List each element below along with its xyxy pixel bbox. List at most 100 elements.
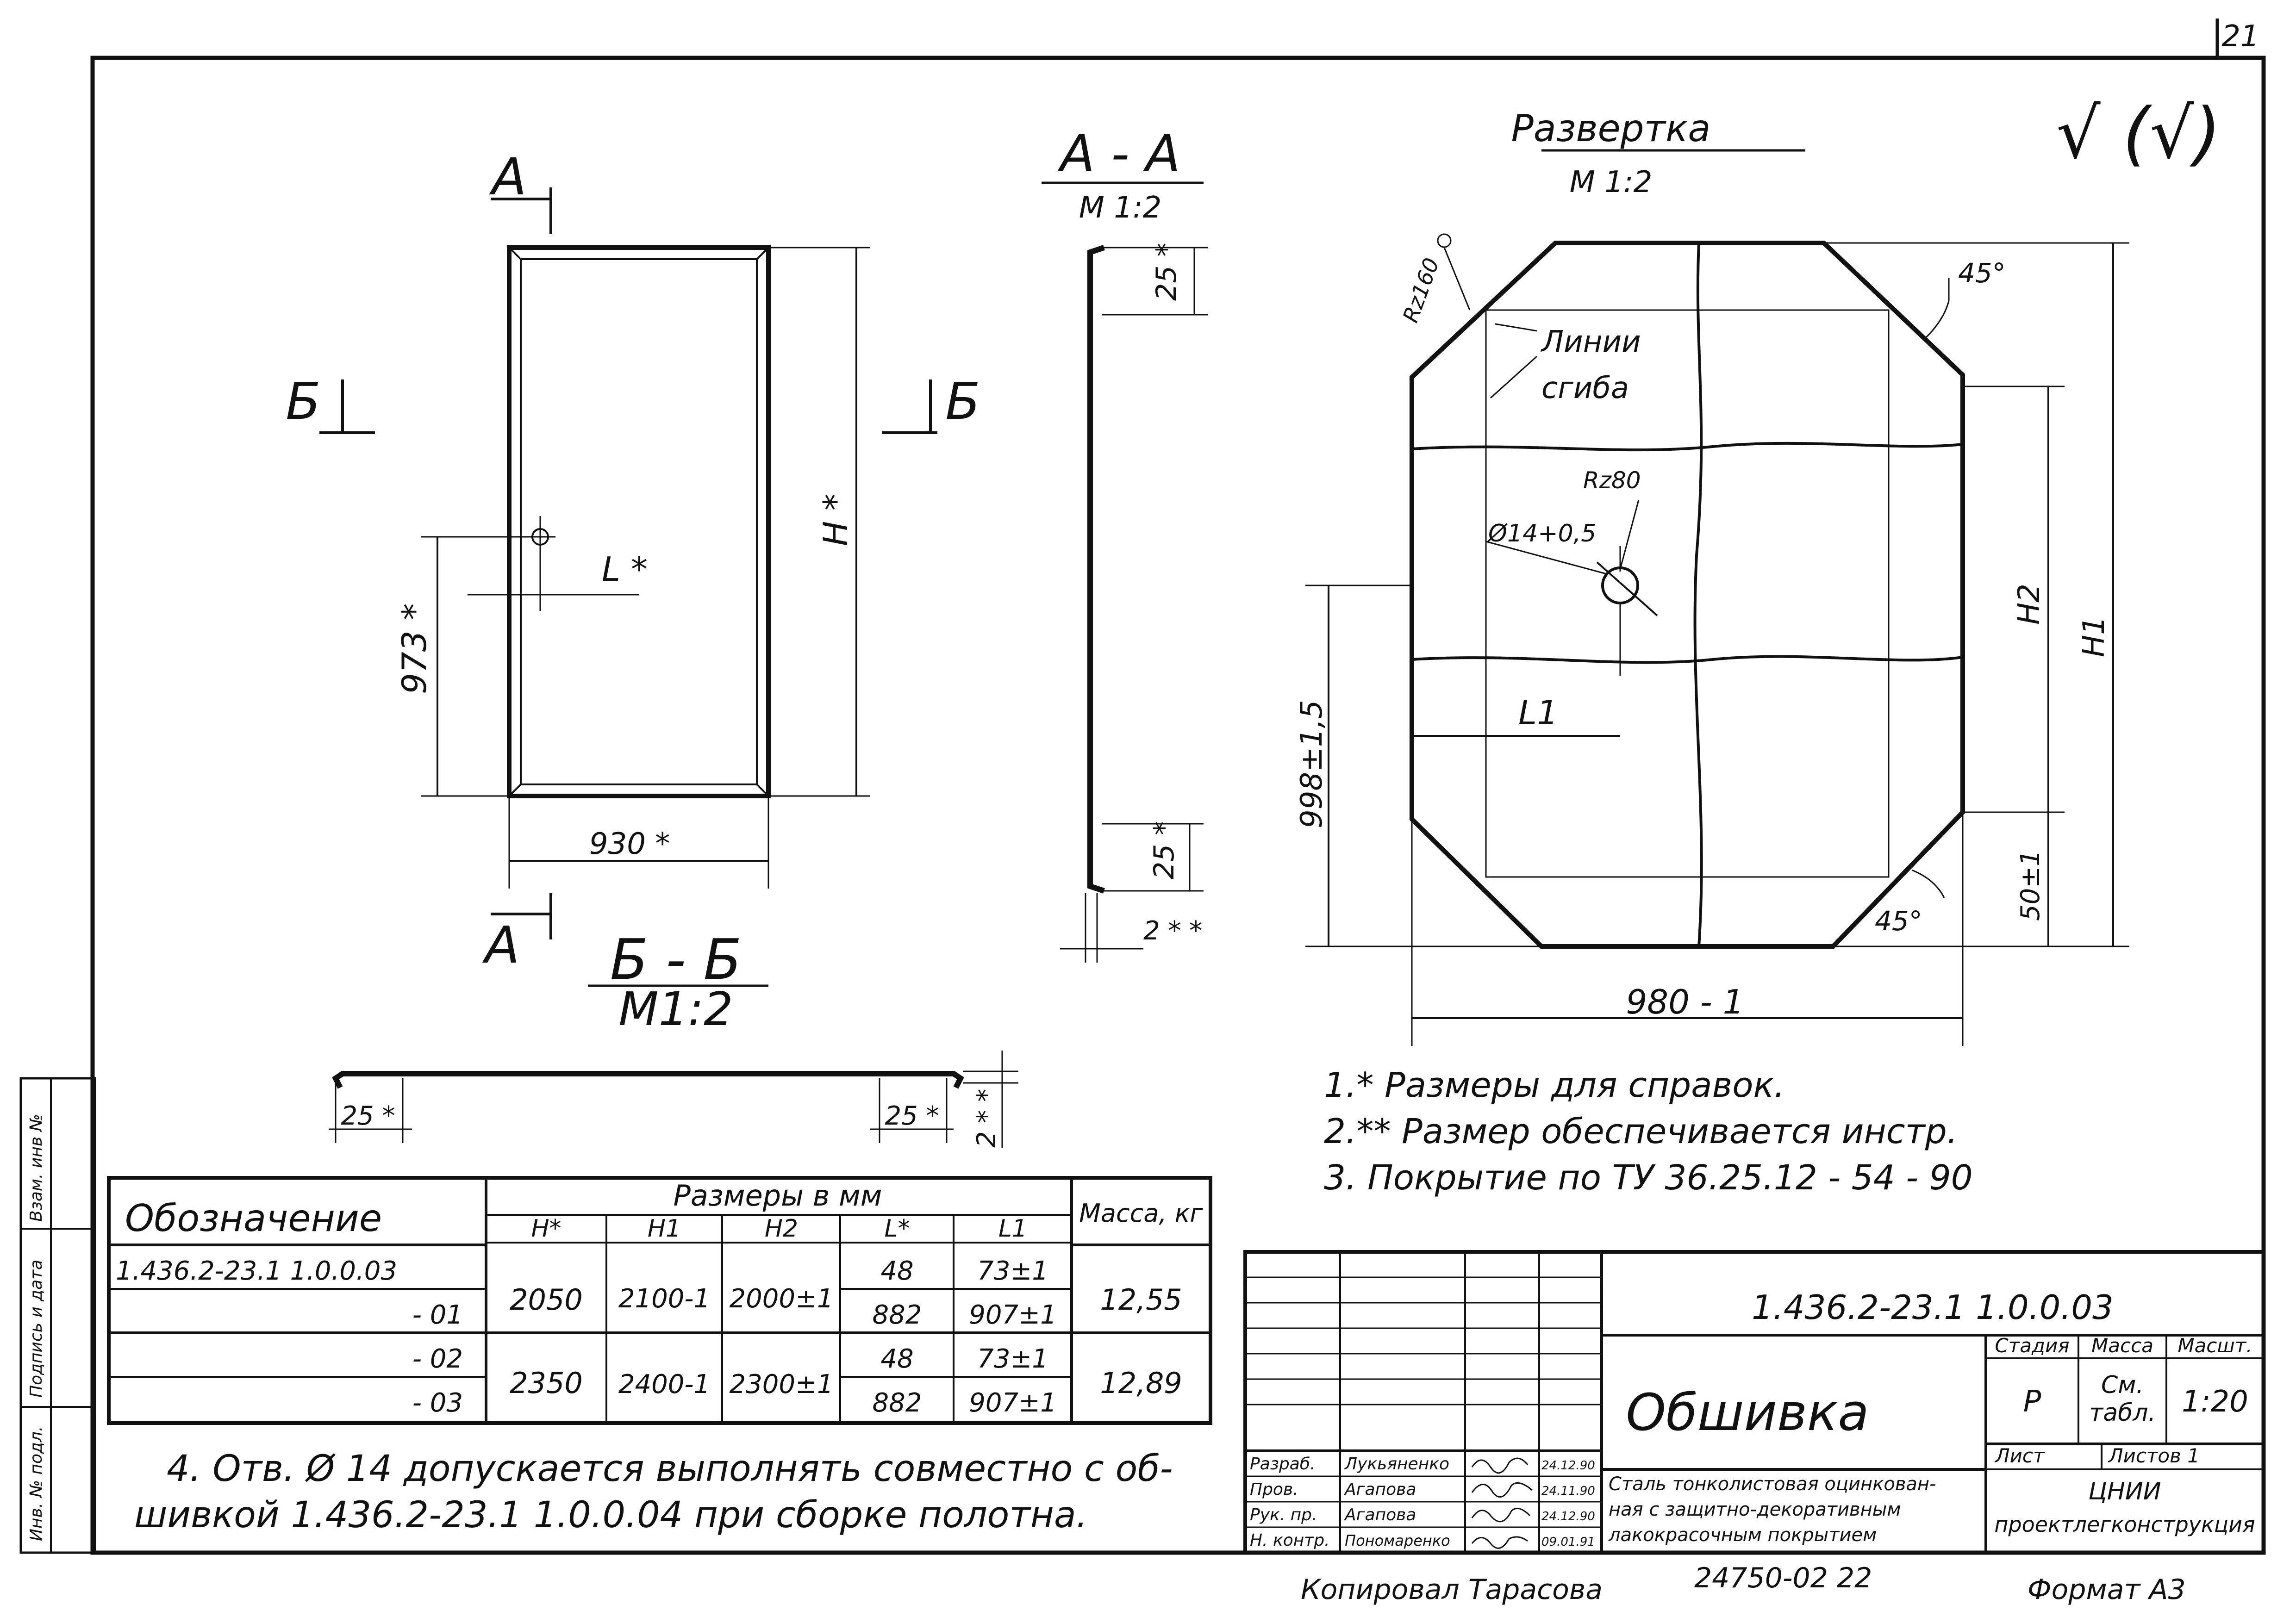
razvertka-h1: H1	[2077, 616, 2111, 657]
title-document-code: 1.436.2-23.1 1.0.0.03	[1752, 1288, 2114, 1327]
title-material-2: ная с защитно-декоративным	[1609, 1499, 1901, 1520]
cut-label-b-left: Б	[286, 372, 320, 431]
table-cell-l: 882	[873, 1300, 922, 1330]
title-material-3: лакокрасочным покрытием	[1608, 1524, 1877, 1546]
note-1: 1.* Размеры для справок.	[1324, 1065, 1785, 1105]
table-subheader-l: L*	[885, 1215, 910, 1243]
front-l-dim: L *	[602, 550, 648, 589]
signer-name: Агапова	[1344, 1505, 1416, 1524]
copied-by: Копировал Тарасова	[1301, 1573, 1603, 1606]
razvertka-angle-bottom: 45°	[1875, 905, 1922, 937]
note-2: 2.** Размер обеспечивается инстр.	[1324, 1112, 1958, 1151]
title-sheet-label: Лист	[1994, 1444, 2045, 1467]
format-label: Формат А3	[2028, 1573, 2186, 1606]
front-h-dim: H *	[816, 494, 855, 546]
title-material-1: Сталь тонколистовая оцинкован-	[1609, 1474, 1936, 1495]
razvertka-hole-roughness: Rz80	[1583, 467, 1641, 494]
title-stage-label: Стадия	[1995, 1334, 2069, 1357]
signatures	[1471, 1457, 1533, 1549]
cut-label-b-right: Б	[945, 372, 980, 431]
table-subheader-h1: H1	[648, 1215, 681, 1243]
razvertka-scale: М 1:2	[1570, 165, 1653, 199]
section-aa-profile	[1060, 245, 1208, 963]
signer-name: Лукьяненко	[1344, 1455, 1449, 1474]
section-bb-title: Б - Б	[610, 928, 742, 992]
table-row-designation: - 02	[412, 1344, 463, 1374]
razvertka-bend-label-1: Линии	[1541, 325, 1641, 359]
razvertka-50-dim: 50±1	[2015, 850, 2046, 921]
signer-role: Н. контр.	[1250, 1531, 1330, 1550]
table-subheader-h2: H2	[765, 1215, 798, 1243]
table-cell-h2: 2300±1	[729, 1369, 833, 1399]
archive-number: 24750-02 22	[1694, 1562, 1872, 1594]
razvertka-outline	[1305, 233, 2129, 1046]
table-cell-mass: 12,55	[1100, 1283, 1182, 1317]
table-cell-h1: 2100-1	[618, 1284, 710, 1314]
title-mass-value-1: См.	[2101, 1371, 2144, 1399]
title-scale-value: 1:20	[2182, 1385, 2248, 1419]
section-aa-flange-top: 25 *	[1150, 243, 1183, 301]
side-stamp-podpis: Подпись и дата	[27, 1260, 46, 1398]
dimensions-table	[107, 1176, 1212, 1425]
razvertka-angle-top: 45°	[1958, 257, 2006, 289]
table-header-designation: Обозначение	[125, 1197, 382, 1240]
razvertka-hole	[1601, 566, 1639, 604]
title-sheets-label: Листов 1	[2108, 1444, 2200, 1467]
razvertka-hole-diameter: Ø14+0,5	[1487, 520, 1596, 547]
front-view	[319, 187, 937, 939]
title-mass-value-2: табл.	[2089, 1399, 2156, 1427]
signer-date: 24.11.90	[1541, 1484, 1595, 1498]
table-cell-l: 48	[880, 1256, 913, 1286]
title-organization-2: проектлегконструкция	[1994, 1512, 2255, 1537]
table-row-designation: 1.436.2-23.1 1.0.0.03	[116, 1256, 397, 1286]
table-cell-l: 882	[873, 1388, 922, 1418]
table-cell-mass: 12,89	[1100, 1366, 1182, 1400]
table-cell-l: 48	[880, 1344, 913, 1374]
side-stamp-inv-podl: Инв. № подл.	[27, 1426, 46, 1541]
signer-name: Пономаренко	[1345, 1532, 1450, 1549]
table-subheader-h: H*	[531, 1215, 561, 1243]
note-4-line-2: шивкой 1.436.2-23.1 1.0.0.04 при сборке …	[134, 1494, 1087, 1536]
side-stamp-vzam: Взам. инв №	[27, 1114, 46, 1222]
signer-name: Агапова	[1344, 1480, 1416, 1499]
signer-role: Разраб.	[1250, 1455, 1315, 1474]
section-bb-thickness: 2 * *	[972, 1089, 1002, 1148]
razvertka-corner-rz160: Rz160	[1398, 255, 1444, 326]
section-aa-flange-bottom: 25 *	[1148, 821, 1180, 879]
section-bb-scale: М1:2	[618, 982, 733, 1036]
roughness-mark: √ (√)	[2056, 93, 2221, 174]
table-cell-l1: 907±1	[969, 1388, 1056, 1418]
razvertka-998-dim: 998±1,5	[1295, 700, 1329, 828]
signer-role: Пров.	[1250, 1480, 1298, 1499]
table-subheader-l1: L1	[998, 1215, 1027, 1243]
side-stamp	[19, 1077, 96, 1554]
razvertka-h2: H2	[2012, 584, 2046, 625]
table-header-group: Размеры в мм	[673, 1179, 882, 1213]
title-organization-1: ЦНИИ	[2088, 1478, 2161, 1505]
table-cell-h: 2050	[510, 1283, 583, 1317]
title-part-name: Обшивка	[1626, 1383, 1869, 1442]
section-bb-profile	[329, 1051, 1018, 1148]
page-number: 21	[2221, 19, 2259, 54]
table-cell-h1: 2400-1	[618, 1369, 710, 1399]
section-aa-title: А - А	[1057, 124, 1180, 183]
section-aa-thickness: 2 * *	[1143, 916, 1202, 946]
razvertka-title: Развертка	[1511, 107, 1711, 150]
table-row-designation: - 03	[412, 1388, 463, 1418]
signer-role: Рук. пр.	[1250, 1505, 1317, 1524]
front-973-dim: 973 *	[395, 603, 434, 694]
table-row-designation: - 01	[412, 1300, 463, 1330]
section-bb-flange-right: 25 *	[885, 1101, 939, 1131]
table-cell-l1: 73±1	[977, 1256, 1048, 1286]
table-cell-l1: 73±1	[977, 1344, 1048, 1374]
title-scale-label: Масшт.	[2177, 1334, 2252, 1357]
section-bb-flange-left: 25 *	[341, 1101, 395, 1131]
signer-date: 09.01.91	[1541, 1535, 1595, 1549]
razvertka-bend-label-2: сгиба	[1541, 371, 1629, 405]
note-4-line-1: 4. Отв. Ø 14 допускается выполнять совме…	[167, 1448, 1173, 1490]
title-stage-value: Р	[2023, 1385, 2041, 1419]
sheet-frame	[90, 19, 2266, 1555]
razvertka-width-dim: 980 - 1	[1626, 983, 1744, 1021]
signer-date: 24.12.90	[1541, 1510, 1595, 1524]
